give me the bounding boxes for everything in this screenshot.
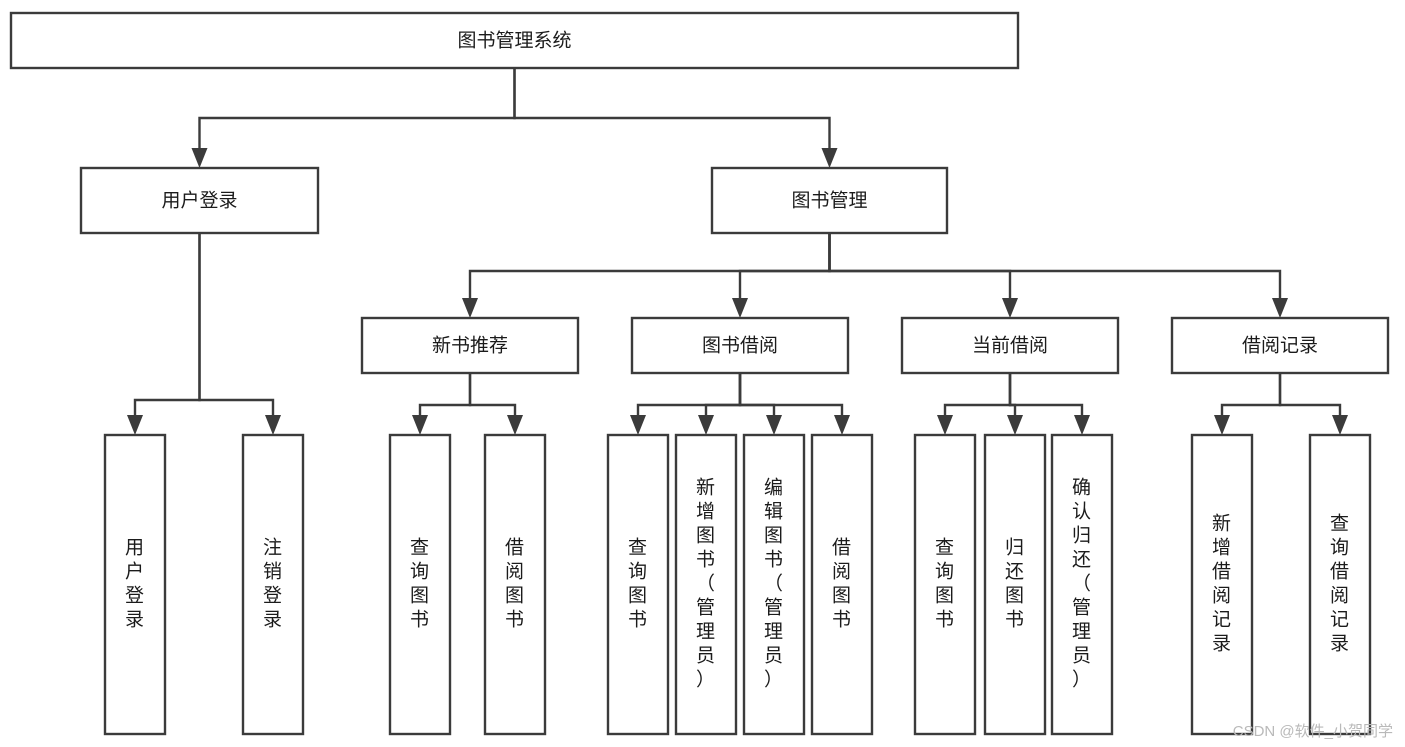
node-label-leaf-query-book-1: 查询图书 xyxy=(410,537,430,631)
node-layer: 图书管理系统用户登录图书管理新书推荐图书借阅当前借阅借阅记录用户登录注销登录查询… xyxy=(9,11,1390,736)
node-label-leaf-query-record: 查询借阅记录 xyxy=(1330,513,1350,655)
node-label-leaf-borrow-book-2: 借阅图书 xyxy=(832,537,852,631)
connector-book-manage-to-borrow-record xyxy=(828,233,1288,318)
arrow-head-icon xyxy=(412,415,428,435)
node-box-leaf-return-book[interactable] xyxy=(983,433,1047,736)
node-box-leaf-add-record[interactable] xyxy=(1190,433,1254,736)
arrow-head-icon xyxy=(732,298,748,318)
node-leaf-query-record[interactable]: 查询借阅记录 xyxy=(1308,433,1372,736)
node-leaf-user-login[interactable]: 用户登录 xyxy=(103,433,167,736)
node-label-new-book-rec: 新书推荐 xyxy=(432,335,508,357)
node-leaf-query-book-3[interactable]: 查询图书 xyxy=(913,433,977,736)
node-box-leaf-borrow-book-2[interactable] xyxy=(810,433,874,736)
connector-book-manage-to-new-book-rec xyxy=(462,233,831,318)
node-box-leaf-query-book-3[interactable] xyxy=(913,433,977,736)
node-label-root: 图书管理系统 xyxy=(457,30,571,52)
arrow-head-icon xyxy=(1214,415,1230,435)
node-label-leaf-query-book-3: 查询图书 xyxy=(935,537,955,631)
node-box-current-borrow[interactable] xyxy=(900,316,1120,375)
node-label-borrow-record: 借阅记录 xyxy=(1242,335,1318,357)
connector-new-book-rec-to-leaf-query-book-1 xyxy=(412,373,472,435)
connector-root-to-book-manage xyxy=(513,68,838,168)
node-box-leaf-add-book[interactable] xyxy=(674,433,738,736)
node-box-new-book-rec[interactable] xyxy=(360,316,580,375)
arrow-head-icon xyxy=(265,415,281,435)
arrow-head-icon xyxy=(821,148,838,168)
node-leaf-add-book[interactable]: 新增图书（管理员） xyxy=(674,433,738,736)
connector-layer xyxy=(127,68,1348,435)
node-label-book-manage: 图书管理 xyxy=(791,190,867,212)
node-label-leaf-confirm-return: 确认归还（管理员） xyxy=(1072,477,1092,691)
node-current-borrow[interactable]: 当前借阅 xyxy=(900,316,1120,375)
node-label-leaf-add-record: 新增借阅记录 xyxy=(1212,513,1232,655)
node-box-borrow-record[interactable] xyxy=(1170,316,1390,375)
node-new-book-rec[interactable]: 新书推荐 xyxy=(360,316,580,375)
node-label-book-borrow: 图书借阅 xyxy=(702,335,778,357)
node-box-user-login[interactable] xyxy=(79,166,320,235)
node-box-book-manage[interactable] xyxy=(710,166,949,235)
node-book-manage[interactable]: 图书管理 xyxy=(710,166,949,235)
arrow-head-icon xyxy=(1074,415,1090,435)
node-label-leaf-logout: 注销登录 xyxy=(263,537,283,631)
arrow-head-icon xyxy=(937,415,953,435)
node-leaf-return-book[interactable]: 归还图书 xyxy=(983,433,1047,736)
connector-root-to-user-login xyxy=(191,68,516,168)
connector-borrow-record-to-leaf-query-record xyxy=(1278,373,1348,435)
arrow-head-icon xyxy=(191,148,208,168)
connector-borrow-record-to-leaf-add-record xyxy=(1214,373,1282,435)
arrow-head-icon xyxy=(834,415,850,435)
connector-user-login-to-leaf-logout xyxy=(198,233,281,435)
node-label-leaf-user-login: 用户登录 xyxy=(125,538,145,631)
arrow-head-icon xyxy=(1332,415,1348,435)
node-book-borrow[interactable]: 图书借阅 xyxy=(630,316,850,375)
node-label-leaf-edit-book: 编辑图书（管理员） xyxy=(764,477,784,691)
connector-book-manage-to-book-borrow xyxy=(732,233,831,318)
node-label-leaf-query-book-2: 查询图书 xyxy=(628,537,648,631)
connector-user-login-to-leaf-user-login xyxy=(127,233,201,435)
node-leaf-add-record[interactable]: 新增借阅记录 xyxy=(1190,433,1254,736)
node-leaf-borrow-book-2[interactable]: 借阅图书 xyxy=(810,433,874,736)
arrow-head-icon xyxy=(127,415,143,435)
node-leaf-confirm-return[interactable]: 确认归还（管理员） xyxy=(1050,433,1114,736)
arrow-head-icon xyxy=(766,415,782,435)
node-box-leaf-query-record[interactable] xyxy=(1308,433,1372,736)
node-label-leaf-add-book: 新增图书（管理员） xyxy=(696,477,716,691)
node-leaf-query-book-1[interactable]: 查询图书 xyxy=(388,433,452,736)
watermark: CSDN @软件_小贺同学 xyxy=(1232,723,1393,740)
node-leaf-borrow-book-1[interactable]: 借阅图书 xyxy=(483,433,547,736)
node-box-book-borrow[interactable] xyxy=(630,316,850,375)
node-label-leaf-return-book: 归还图书 xyxy=(1005,537,1025,631)
node-box-leaf-borrow-book-1[interactable] xyxy=(483,433,547,736)
node-box-leaf-query-book-2[interactable] xyxy=(606,433,670,736)
arrow-head-icon xyxy=(698,415,714,435)
node-leaf-query-book-2[interactable]: 查询图书 xyxy=(606,433,670,736)
arrow-head-icon xyxy=(507,415,523,435)
node-root[interactable]: 图书管理系统 xyxy=(9,11,1020,70)
node-leaf-edit-book[interactable]: 编辑图书（管理员） xyxy=(742,433,806,736)
node-label-user-login: 用户登录 xyxy=(161,190,237,212)
connector-new-book-rec-to-leaf-borrow-book-1 xyxy=(468,373,523,435)
node-box-leaf-query-book-1[interactable] xyxy=(388,433,452,736)
connector-book-manage-to-current-borrow xyxy=(828,233,1018,318)
arrow-head-icon xyxy=(1272,298,1288,318)
node-box-leaf-edit-book[interactable] xyxy=(742,433,806,736)
node-label-leaf-borrow-book-1: 借阅图书 xyxy=(505,537,525,631)
node-box-root[interactable] xyxy=(9,11,1020,70)
connector-book-borrow-to-leaf-borrow-book-2 xyxy=(738,373,850,435)
node-label-current-borrow: 当前借阅 xyxy=(972,335,1048,357)
node-borrow-record[interactable]: 借阅记录 xyxy=(1170,316,1390,375)
node-box-leaf-logout[interactable] xyxy=(241,433,305,736)
node-box-leaf-user-login[interactable] xyxy=(103,433,167,736)
arrow-head-icon xyxy=(1007,415,1023,435)
arrow-head-icon xyxy=(1002,298,1018,318)
node-user-login[interactable]: 用户登录 xyxy=(79,166,320,235)
node-leaf-logout[interactable]: 注销登录 xyxy=(241,433,305,736)
connector-current-borrow-to-leaf-query-book-3 xyxy=(937,373,1012,435)
arrow-head-icon xyxy=(630,415,646,435)
node-box-leaf-confirm-return[interactable] xyxy=(1050,433,1114,736)
arrow-head-icon xyxy=(462,298,478,318)
connector-current-borrow-to-leaf-confirm-return xyxy=(1008,373,1090,435)
